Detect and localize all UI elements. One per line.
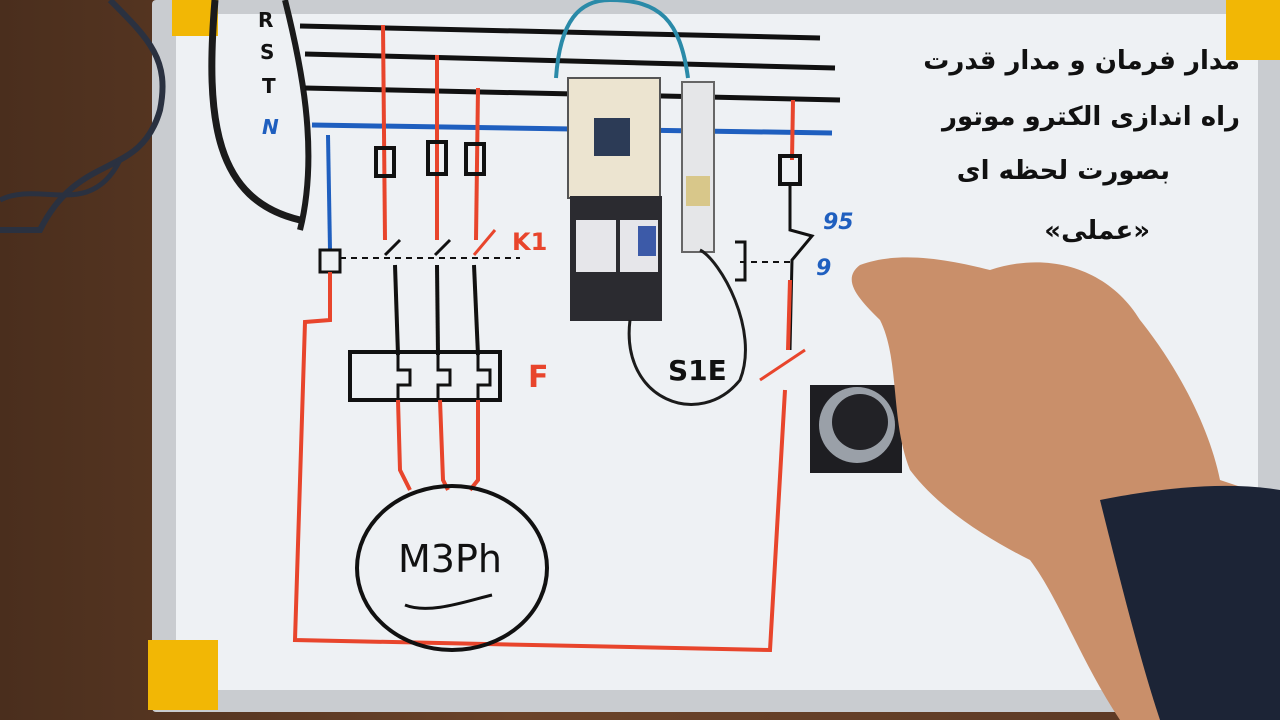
phase-label-s: S	[260, 40, 275, 64]
phase-label-t: T	[262, 74, 276, 98]
start-button-label: S1E	[668, 354, 727, 387]
frame-corner-top-right	[1226, 0, 1280, 60]
nc-contact-label: 95	[823, 210, 854, 235]
motor-label: M3Ph	[398, 537, 502, 581]
note-line-3: بصورت لحظه ای	[956, 156, 1170, 186]
contactor-label: K1	[512, 228, 548, 256]
note-line-2: راه اندازی الکترو موتور	[942, 102, 1240, 132]
neutral-label: N	[262, 115, 279, 139]
phase-label-r: R	[258, 8, 274, 32]
presenter-hand	[851, 257, 1280, 720]
nc-contact-label-2: 9	[816, 256, 832, 281]
note-line-1: مدار فرمان و مدار قدرت	[923, 46, 1240, 76]
overload-label: F	[528, 360, 549, 395]
note-line-4: «عملی»	[1044, 216, 1150, 246]
frame-corner-bottom-left	[148, 640, 218, 710]
